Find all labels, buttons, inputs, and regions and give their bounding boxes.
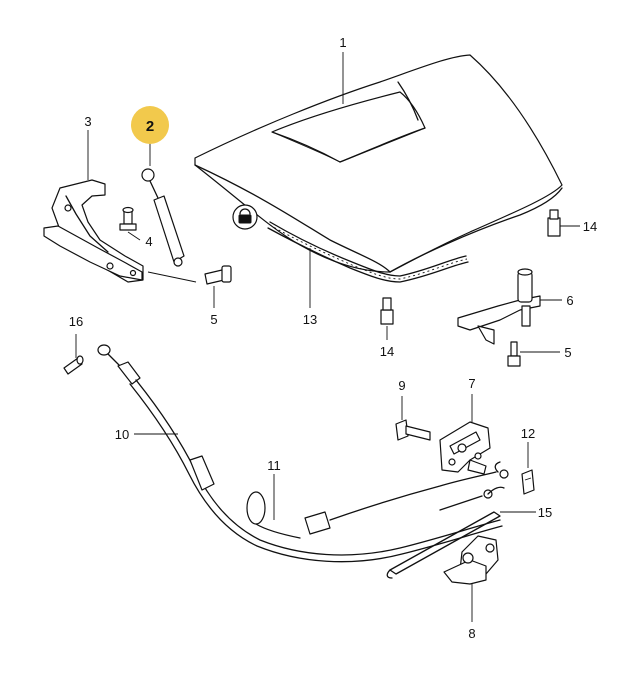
callout-5-right[interactable]: 5 bbox=[564, 345, 571, 360]
bumper-part-14-top[interactable] bbox=[547, 209, 561, 237]
callout-9[interactable]: 9 bbox=[398, 378, 405, 393]
callout-2[interactable]: 2 bbox=[146, 118, 154, 135]
rod-part-15[interactable] bbox=[386, 511, 501, 579]
callout-1[interactable]: 1 bbox=[339, 35, 346, 50]
latch-part-8[interactable] bbox=[443, 535, 499, 585]
gas-strut-part-2[interactable] bbox=[141, 168, 185, 267]
leader-lines bbox=[75, 52, 580, 622]
callout-7[interactable]: 7 bbox=[468, 376, 475, 391]
callout-12[interactable]: 12 bbox=[521, 426, 535, 441]
bolt-part-9[interactable] bbox=[395, 419, 431, 441]
callout-14-top[interactable]: 14 bbox=[583, 219, 597, 234]
clip-part-12[interactable] bbox=[521, 469, 535, 495]
hinge-part-3[interactable] bbox=[43, 179, 144, 283]
seal-strip-part-13[interactable] bbox=[232, 204, 469, 283]
callout-8[interactable]: 8 bbox=[468, 626, 475, 641]
callout-13[interactable]: 13 bbox=[303, 312, 317, 327]
callout-11[interactable]: 11 bbox=[267, 458, 281, 473]
callout-4[interactable]: 4 bbox=[145, 234, 152, 249]
callout-3[interactable]: 3 bbox=[84, 114, 91, 129]
highlight-marker bbox=[131, 106, 169, 144]
padlock-seal-icon bbox=[238, 208, 252, 224]
bolt-part-4[interactable] bbox=[119, 206, 137, 231]
callout-14-mid[interactable]: 14 bbox=[380, 344, 394, 359]
bolt-part-5-right[interactable] bbox=[507, 341, 521, 367]
callout-5-left[interactable]: 5 bbox=[210, 312, 217, 327]
lock-part-7[interactable] bbox=[439, 421, 491, 475]
hood-part-1[interactable] bbox=[194, 54, 563, 273]
screw-part-16[interactable] bbox=[63, 355, 84, 375]
callout-6[interactable]: 6 bbox=[566, 293, 573, 308]
callout-15[interactable]: 15 bbox=[538, 505, 552, 520]
bolt-part-5-left[interactable] bbox=[204, 265, 232, 285]
callout-16[interactable]: 16 bbox=[69, 314, 83, 329]
cable-part-11[interactable] bbox=[246, 461, 509, 539]
bumper-part-14-mid[interactable] bbox=[380, 297, 394, 325]
callout-labels: 1 2 3 4 5 13 14 14 6 5 16 10 11 9 7 12 1… bbox=[69, 35, 597, 641]
bracket-part-6[interactable] bbox=[457, 268, 541, 345]
callout-10[interactable]: 10 bbox=[115, 427, 129, 442]
